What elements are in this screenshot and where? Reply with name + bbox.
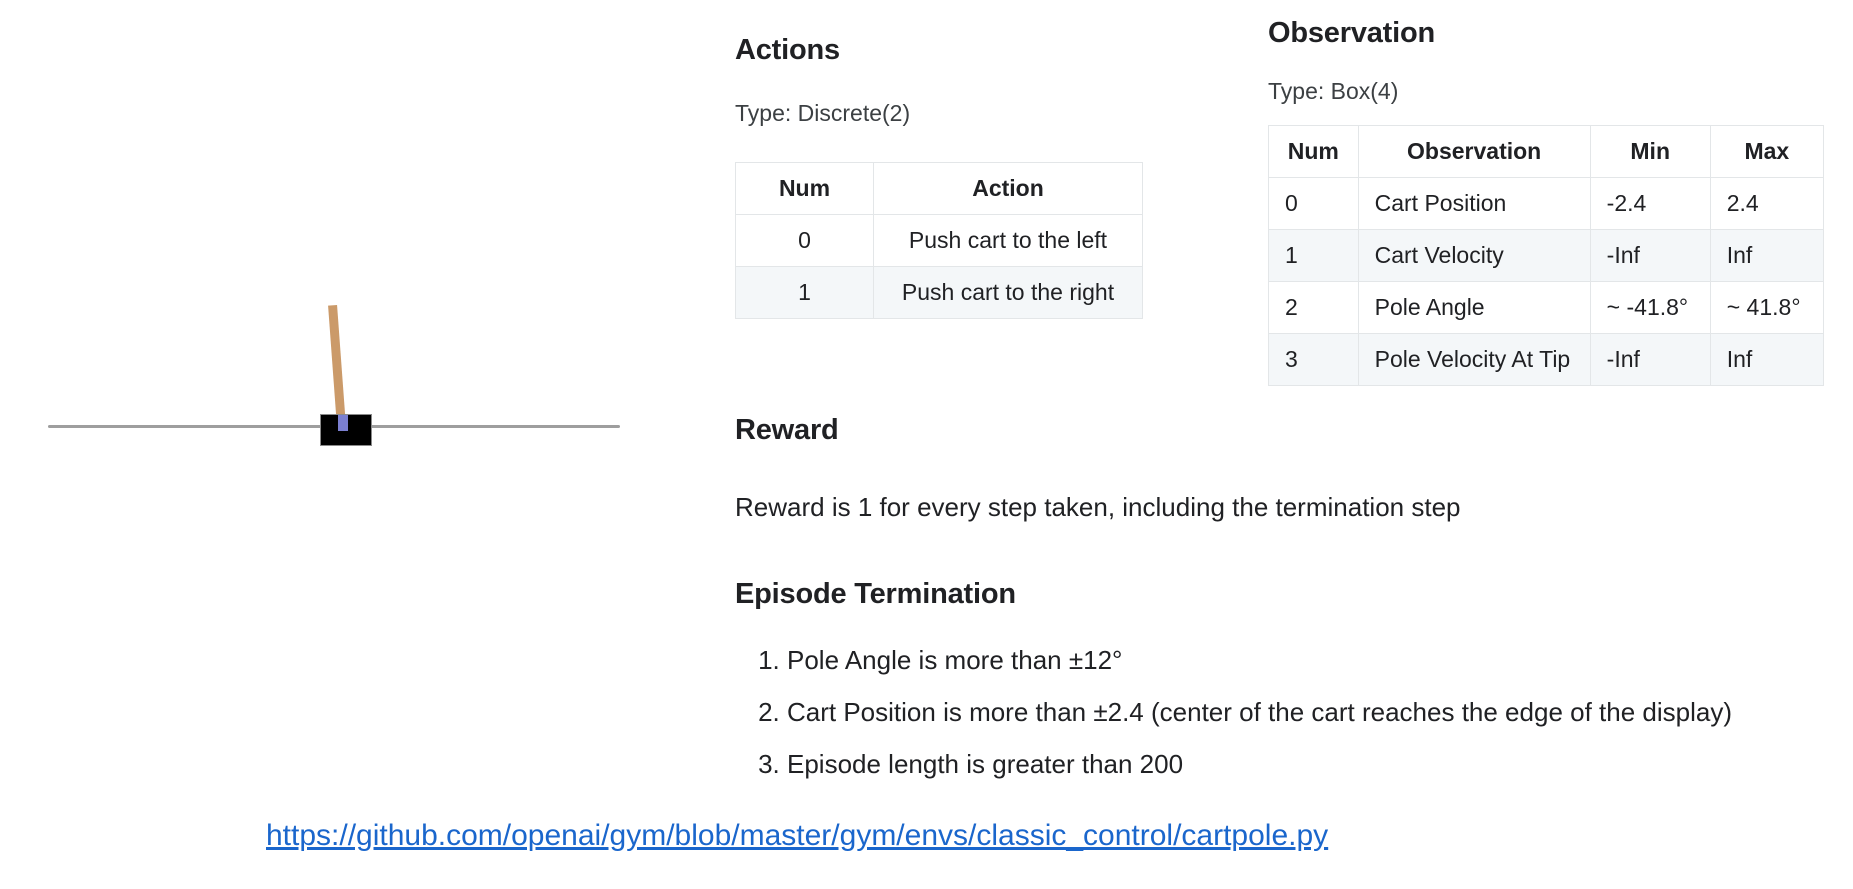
observation-type-label: Type: Box(4) <box>1268 78 1399 104</box>
table-row: 1 Push cart to the right <box>735 266 1143 319</box>
table-header-row: Num Observation Min Max <box>1268 125 1825 178</box>
observation-header-min: Min <box>1589 125 1711 178</box>
table-row: 2 Pole Angle ~ -41.8° ~ 41.8° <box>1268 281 1825 334</box>
actions-cell-num: 0 <box>735 214 874 267</box>
actions-cell-num: 1 <box>735 266 874 319</box>
observation-cell-name: Cart Velocity <box>1357 229 1591 282</box>
observation-heading: Observation <box>1268 17 1436 49</box>
observation-cell-max: Inf <box>1709 333 1825 386</box>
episode-termination-heading: Episode Termination <box>735 578 1016 610</box>
actions-table: Num Action 0 Push cart to the left 1 Pus… <box>735 162 1143 319</box>
table-row: 3 Pole Velocity At Tip -Inf Inf <box>1268 333 1825 386</box>
actions-heading: Actions <box>735 34 840 66</box>
observation-cell-num: 2 <box>1268 281 1359 334</box>
list-item: Episode length is greater than 200 <box>787 749 1732 780</box>
axle-joint <box>338 415 348 431</box>
observation-cell-num: 3 <box>1268 333 1359 386</box>
observation-header-num: Num <box>1268 125 1359 178</box>
actions-type-label: Type: Discrete(2) <box>735 100 911 126</box>
actions-cell-action: Push cart to the left <box>873 214 1143 267</box>
observation-cell-min: -2.4 <box>1589 177 1711 230</box>
observation-header-observation: Observation <box>1357 125 1591 178</box>
observation-header-max: Max <box>1709 125 1825 178</box>
observation-cell-min: -Inf <box>1589 333 1711 386</box>
table-row: 0 Push cart to the left <box>735 214 1143 267</box>
reward-heading: Reward <box>735 414 839 446</box>
observation-cell-max: Inf <box>1709 229 1825 282</box>
observation-cell-max: ~ 41.8° <box>1709 281 1825 334</box>
list-item: Pole Angle is more than ±12° <box>787 645 1732 676</box>
table-header-row: Num Action <box>735 162 1143 215</box>
observation-cell-num: 1 <box>1268 229 1359 282</box>
observation-cell-max: 2.4 <box>1709 177 1825 230</box>
observation-cell-min: ~ -41.8° <box>1589 281 1711 334</box>
observation-cell-min: -Inf <box>1589 229 1711 282</box>
termination-list: Pole Angle is more than ±12° Cart Positi… <box>757 645 1732 801</box>
observation-cell-name: Cart Position <box>1357 177 1591 230</box>
cartpole-illustration <box>0 0 700 760</box>
table-row: 0 Cart Position -2.4 2.4 <box>1268 177 1825 230</box>
observation-table: Num Observation Min Max 0 Cart Position … <box>1268 125 1825 386</box>
source-code-link[interactable]: https://github.com/openai/gym/blob/maste… <box>266 819 1329 852</box>
observation-cell-name: Pole Velocity At Tip <box>1357 333 1591 386</box>
observation-cell-num: 0 <box>1268 177 1359 230</box>
pole-shape <box>328 304 346 428</box>
actions-cell-action: Push cart to the right <box>873 266 1143 319</box>
reward-text: Reward is 1 for every step taken, includ… <box>735 492 1461 522</box>
observation-cell-name: Pole Angle <box>1357 281 1591 334</box>
actions-header-action: Action <box>873 162 1143 215</box>
table-row: 1 Cart Velocity -Inf Inf <box>1268 229 1825 282</box>
list-item: Cart Position is more than ±2.4 (center … <box>787 697 1732 728</box>
actions-header-num: Num <box>735 162 874 215</box>
